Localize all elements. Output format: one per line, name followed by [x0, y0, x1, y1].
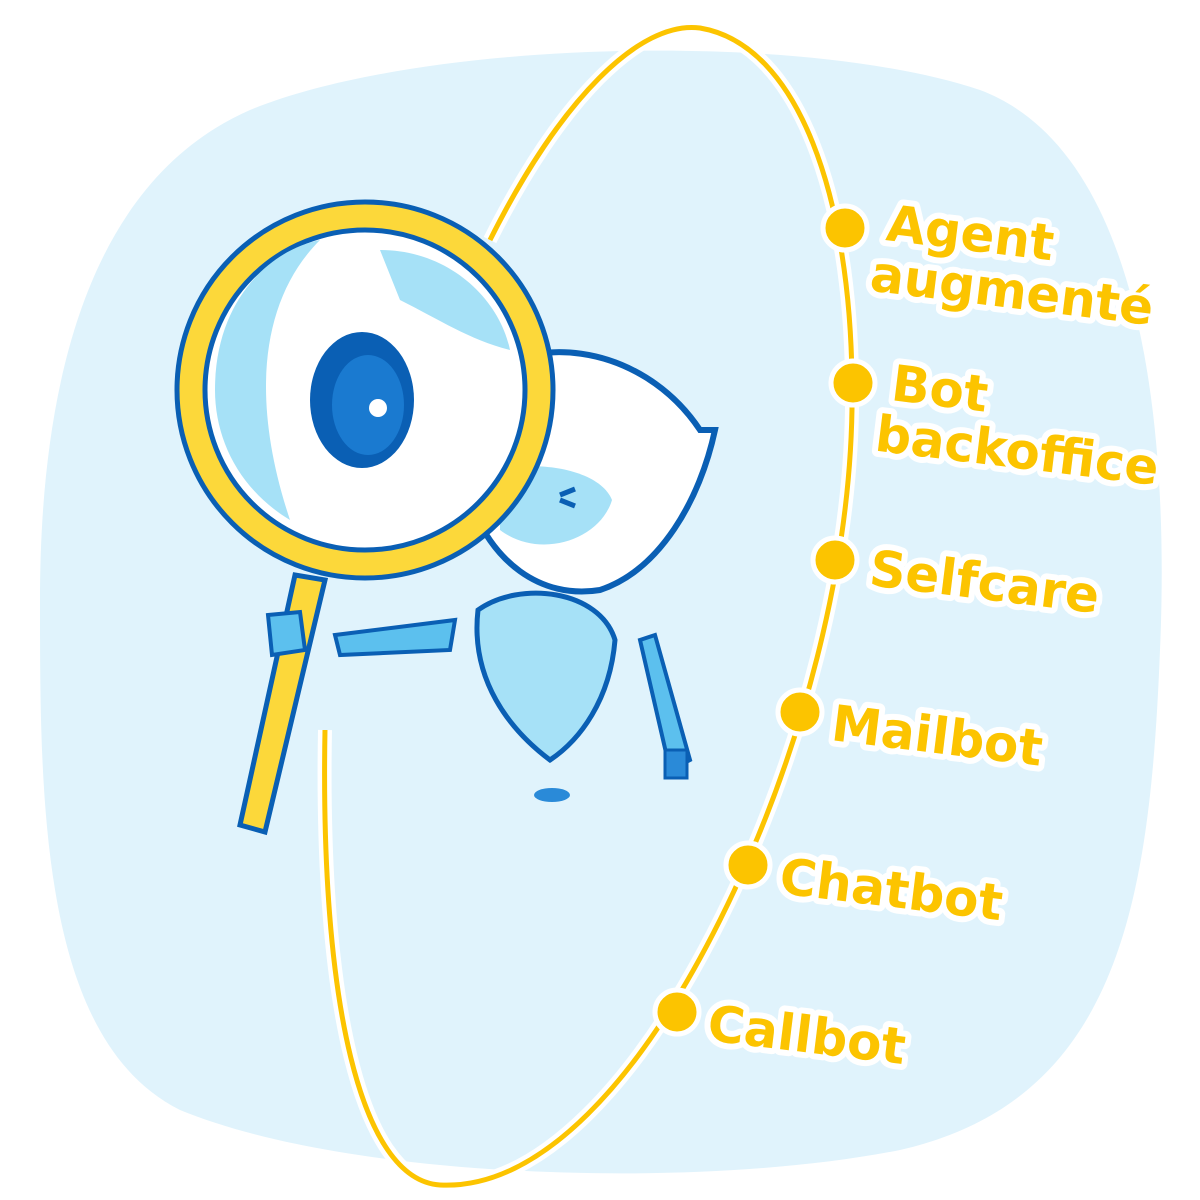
- dot-agent: [820, 203, 870, 253]
- dot-chatbot: [723, 840, 773, 890]
- orbit-dots: [652, 203, 878, 1037]
- dot-callbot: [652, 987, 702, 1037]
- dot-selfcare: [810, 535, 860, 585]
- magnifying-glass-icon: [174, 199, 556, 836]
- dot-bot-backoffice: [828, 358, 878, 408]
- dot-mailbot: [775, 687, 825, 737]
